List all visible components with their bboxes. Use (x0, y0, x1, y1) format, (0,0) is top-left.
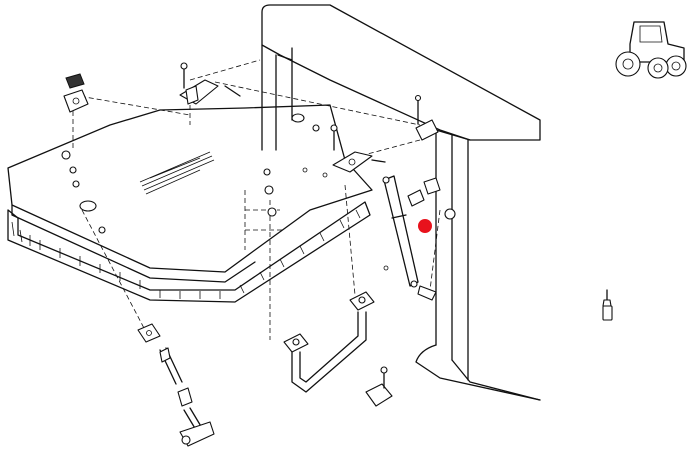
latch-rod (137, 323, 215, 447)
hood-grille (139, 151, 215, 195)
fasteners (61, 113, 456, 301)
hood-handle (283, 291, 375, 393)
adhesive-bottle-icon (602, 289, 613, 321)
cab-bracket (414, 94, 439, 141)
latch-plate (365, 366, 393, 407)
hinge-right (332, 151, 386, 173)
cab-frame (261, 4, 541, 401)
highlight-marker[interactable] (418, 219, 432, 233)
tractor-icon (615, 21, 687, 79)
hood-panel (7, 104, 373, 303)
gas-strut (382, 175, 419, 288)
hinge-top (179, 62, 241, 105)
hinge-left (63, 73, 89, 113)
routing-lines (72, 59, 441, 340)
